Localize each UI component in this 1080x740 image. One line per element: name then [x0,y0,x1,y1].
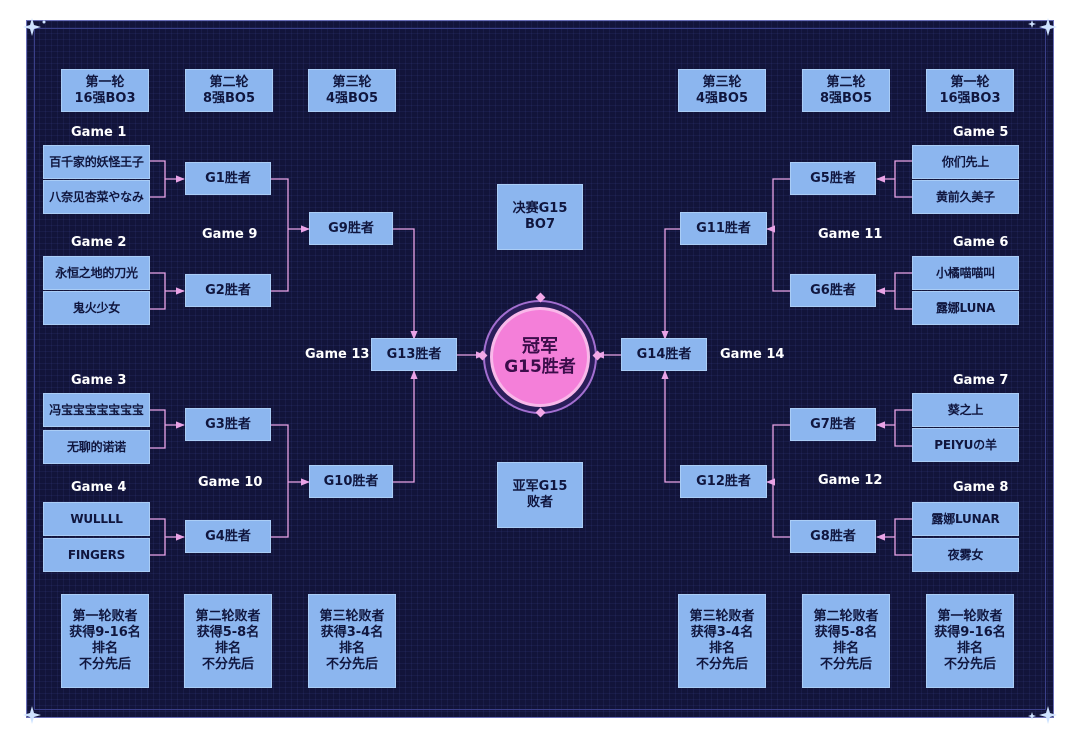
round-header-left-2: 第二轮 8强BO5 [185,69,273,112]
connector-g4 [150,518,184,556]
player-slot: 黄前久美子 [912,180,1019,214]
connector-g13-bottom [393,370,418,483]
runner-up-box: 亚军G15 败者 [497,462,583,528]
connector-g3 [150,409,184,449]
connector-g11 [767,178,790,292]
connector-g9 [271,178,309,292]
player-slot: 永恒之地的刀光 [43,256,150,290]
player-slot: 鬼火少女 [43,291,150,325]
game-label-14: Game 14 [720,347,785,362]
loser-info-r2-left: 第二轮败者 获得5-8名 排名 不分先后 [184,594,272,688]
winner-slot: G8胜者 [790,520,876,553]
champion-subtitle: G15胜者 [504,356,576,377]
game-label-3: Game 3 [71,373,127,388]
round-header-left-3: 第三轮 4强BO5 [308,69,396,112]
player-slot: 你们先上 [912,145,1019,179]
winner-slot: G1胜者 [185,162,271,195]
connector-g6 [877,272,912,310]
round-header-left-1: 第一轮 16强BO3 [61,69,149,112]
loser-info-r1-left: 第一轮败者 获得9-16名 排名 不分先后 [61,594,149,688]
loser-info-r2-right: 第二轮败者 获得5-8名 排名 不分先后 [802,594,890,688]
player-slot: 露娜LUNAR [912,502,1019,536]
player-slot: 夜雾女 [912,538,1019,572]
game-label-8: Game 8 [953,480,1009,495]
game-label-4: Game 4 [71,480,127,495]
game-label-13: Game 13 [305,347,370,362]
connector-g13-top [393,228,418,340]
winner-slot: G9胜者 [309,212,393,245]
winner-slot: G10胜者 [309,465,393,498]
winner-slot: G2胜者 [185,274,271,307]
winner-slot: G5胜者 [790,162,876,195]
connector-g2 [150,272,184,310]
connector-g10 [271,424,309,538]
player-slot: PEIYUの羊 [912,428,1019,462]
game-label-11: Game 11 [818,227,883,242]
game-label-10: Game 10 [198,475,263,490]
player-slot: FINGERS [43,538,150,572]
connector-g14-bottom [661,370,680,483]
player-slot: 小橘喵喵叫 [912,256,1019,290]
player-slot: 露娜LUNA [912,291,1019,325]
round-header-right-2: 第二轮 8强BO5 [802,69,890,112]
player-slot: 无聊的诺诺 [43,430,150,464]
winner-slot: G11胜者 [680,212,767,245]
loser-info-r3-right: 第三轮败者 获得3-4名 排名 不分先后 [678,594,766,688]
connector-g12 [767,424,790,538]
round-header-right-1: 第一轮 16强BO3 [926,69,1014,112]
player-slot: WULLLL [43,502,150,536]
connector-g1 [150,160,184,198]
player-slot: 百千家的妖怪王子 [43,145,150,179]
connector-g8 [877,518,912,556]
game-label-5: Game 5 [953,125,1009,140]
winner-slot-g13: G13胜者 [371,338,457,371]
winner-slot-g14: G14胜者 [621,338,707,371]
connector-g14-top [661,228,680,340]
winner-slot: G6胜者 [790,274,876,307]
game-label-2: Game 2 [71,235,127,250]
champion-title: 冠军 [522,335,558,357]
game-label-12: Game 12 [818,473,883,488]
player-slot: 冯宝宝宝宝宝宝宝 [43,393,150,427]
winner-slot: G7胜者 [790,408,876,441]
champion-badge: 冠军 G15胜者 [490,307,590,407]
winner-slot: G3胜者 [185,408,271,441]
round-header-right-3: 第三轮 4强BO5 [678,69,766,112]
game-label-9: Game 9 [202,227,258,242]
game-label-1: Game 1 [71,125,127,140]
game-label-6: Game 6 [953,235,1009,250]
final-box: 决赛G15 BO7 [497,184,583,250]
loser-info-r1-right: 第一轮败者 获得9-16名 排名 不分先后 [926,594,1014,688]
game-label-7: Game 7 [953,373,1009,388]
loser-info-r3-left: 第三轮败者 获得3-4名 排名 不分先后 [308,594,396,688]
winner-slot: G4胜者 [185,520,271,553]
connector-g7 [877,409,912,447]
winner-slot: G12胜者 [680,465,767,498]
connector-g5 [877,160,912,198]
player-slot: 八奈见杏菜やなみ [43,180,150,214]
player-slot: 葵之上 [912,393,1019,427]
